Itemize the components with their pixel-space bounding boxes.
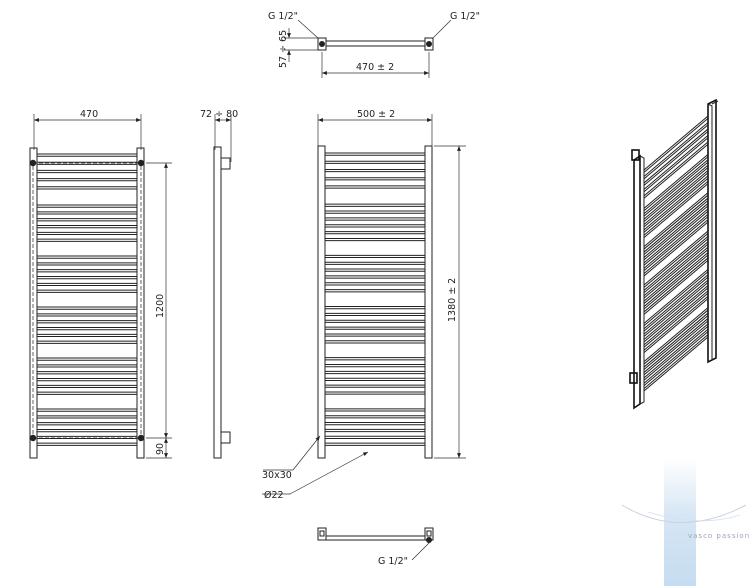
iso-bar bbox=[643, 334, 709, 389]
iso-bar bbox=[643, 259, 709, 315]
top-conn-right-label: G 1/2" bbox=[450, 11, 480, 22]
iso-bar bbox=[643, 115, 709, 171]
iso-bar bbox=[643, 285, 709, 340]
front-bottom-label: 90 bbox=[155, 443, 166, 455]
iso-bar bbox=[643, 135, 709, 190]
iso-bar bbox=[643, 246, 709, 302]
iso-bar bbox=[643, 118, 709, 173]
iso-bar bbox=[643, 197, 709, 253]
front-view-left: 470 1200 90 bbox=[29, 109, 172, 459]
iso-bar bbox=[643, 159, 709, 215]
bottom-conn-label: G 1/2" bbox=[378, 556, 408, 567]
iso-bar bbox=[643, 276, 709, 332]
iso-bar bbox=[643, 213, 709, 269]
iso-bar bbox=[643, 203, 709, 258]
iso-bar bbox=[643, 271, 709, 327]
tube-diameter-label: Ø22 bbox=[264, 490, 284, 501]
isometric-view bbox=[629, 98, 719, 410]
iso-bar bbox=[643, 164, 709, 220]
iso-bar bbox=[643, 205, 709, 261]
side-depth-label: 72 ÷ 80 bbox=[200, 109, 238, 120]
iso-bar bbox=[643, 292, 709, 348]
front-view-center: 500 ± 2 1380 ± 2 30x30 Ø22 bbox=[262, 109, 466, 501]
iso-bar bbox=[643, 236, 709, 291]
iso-bar bbox=[643, 128, 709, 184]
iso-bar bbox=[643, 194, 709, 250]
iso-bar bbox=[643, 249, 709, 304]
iso-bar bbox=[643, 200, 709, 255]
top-wall-gap-label: 57 ÷ 65 bbox=[278, 30, 289, 68]
profile-label: 30x30 bbox=[262, 470, 292, 481]
iso-bar bbox=[643, 282, 709, 337]
iso-bar bbox=[643, 320, 709, 376]
total-height-label: 1380 ± 2 bbox=[447, 278, 458, 322]
iso-bar bbox=[643, 307, 709, 363]
iso-bar bbox=[643, 124, 709, 180]
iso-bar bbox=[643, 161, 709, 217]
iso-bar bbox=[643, 233, 709, 288]
iso-bar bbox=[643, 309, 709, 365]
top-conn-left-label: G 1/2" bbox=[268, 11, 298, 22]
iso-bar bbox=[643, 180, 709, 236]
iso-bar bbox=[643, 153, 709, 209]
iso-bar bbox=[643, 315, 709, 370]
iso-bar bbox=[643, 252, 709, 307]
watermark-text: vasco passion bbox=[688, 532, 750, 540]
iso-bar bbox=[643, 143, 709, 199]
iso-bar bbox=[643, 323, 709, 379]
top-centers-label: 470 ± 2 bbox=[356, 62, 394, 73]
iso-bar bbox=[643, 331, 709, 387]
iso-bar bbox=[643, 312, 709, 368]
front-width-label: 470 bbox=[80, 109, 98, 120]
front2-width-label: 500 ± 2 bbox=[357, 109, 395, 120]
iso-bar bbox=[643, 230, 709, 286]
brand-watermark: vasco passion bbox=[621, 458, 750, 586]
iso-bar bbox=[643, 170, 709, 225]
iso-bar bbox=[643, 325, 709, 381]
top-view: G 1/2" G 1/2" 57 ÷ 65 470 ± 2 bbox=[268, 11, 480, 78]
iso-bar bbox=[643, 268, 709, 324]
iso-bar bbox=[643, 241, 709, 297]
iso-bar bbox=[643, 274, 709, 330]
iso-bar bbox=[643, 175, 709, 231]
iso-bar bbox=[643, 208, 709, 264]
iso-bar bbox=[643, 219, 709, 274]
iso-bar bbox=[643, 183, 709, 239]
iso-bar bbox=[643, 216, 709, 272]
iso-bar bbox=[643, 328, 709, 384]
iso-bar bbox=[643, 210, 709, 266]
iso-bar bbox=[643, 172, 709, 228]
iso-bar bbox=[643, 243, 709, 299]
iso-bar bbox=[643, 221, 709, 277]
iso-bar bbox=[643, 279, 709, 335]
iso-bar bbox=[643, 137, 709, 193]
iso-bar bbox=[643, 318, 709, 373]
iso-bar bbox=[643, 254, 709, 310]
iso-bar bbox=[643, 238, 709, 294]
iso-bar bbox=[643, 336, 709, 392]
iso-bar bbox=[643, 290, 709, 346]
iso-bar bbox=[643, 177, 709, 233]
front-centers-label: 1200 bbox=[155, 294, 166, 318]
iso-bar bbox=[643, 257, 709, 313]
iso-bar bbox=[643, 167, 709, 222]
iso-bar bbox=[643, 130, 709, 186]
iso-bar bbox=[643, 122, 709, 177]
iso-bar bbox=[643, 287, 709, 343]
side-view: 72 ÷ 80 bbox=[200, 109, 238, 459]
iso-bar bbox=[643, 295, 709, 351]
iso-bar bbox=[643, 298, 709, 354]
iso-bar bbox=[643, 141, 709, 197]
iso-bar bbox=[643, 156, 709, 212]
iso-bar bbox=[643, 192, 709, 248]
bottom-view: G 1/2" bbox=[317, 527, 434, 567]
